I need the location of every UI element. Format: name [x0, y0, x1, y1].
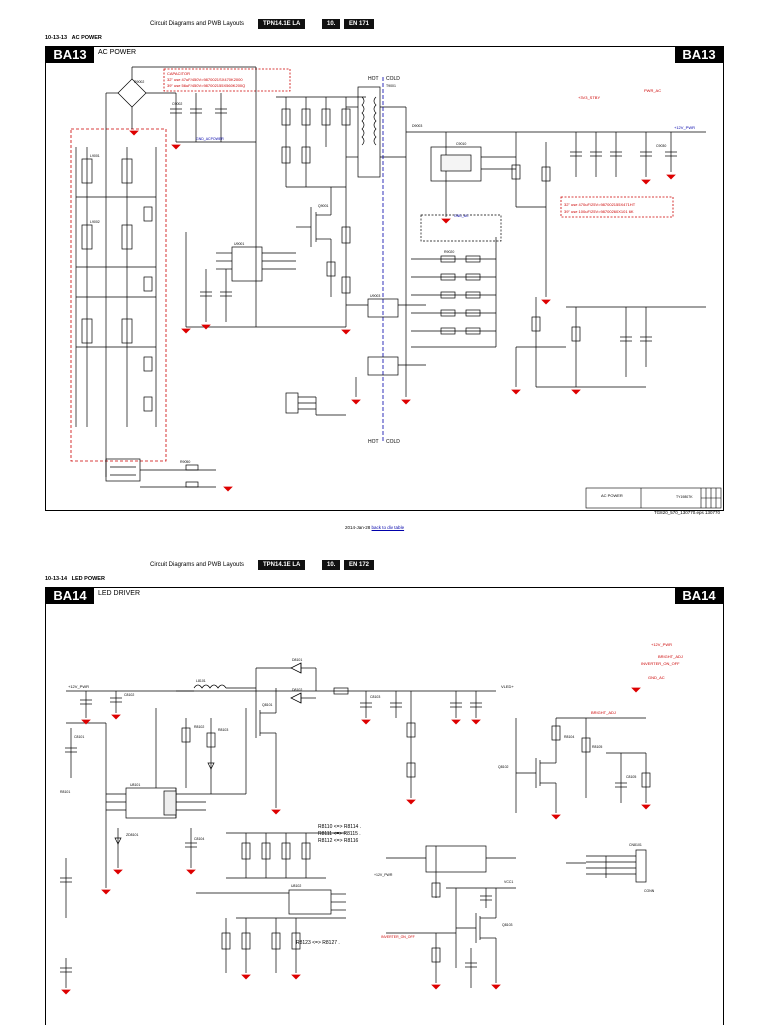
footer-date: 2014-Jan-28 back to div table: [345, 525, 405, 530]
header-page-badge: EN 171: [344, 19, 375, 29]
ac-power-schematic: CAPACITOR 32" use 47uF/450V=9870021SX470…: [70, 66, 722, 509]
cold-label-bottom: COLD: [386, 439, 400, 445]
header-model-badge: TPN14.1E LA: [258, 19, 306, 29]
schematic-sheet-ac-power: BA13 AC POWER BA13: [45, 46, 724, 511]
part-label: Q8103: [502, 923, 513, 927]
cap-note-line-2: 39" use 100uF/25V=98700260X101 6K: [564, 209, 634, 214]
note-line-1: CAPACITOR: [167, 71, 190, 76]
sheet-title: LED DRIVER: [98, 590, 141, 597]
note-line-3: 39" use 56uF/450V=987002155X560K200Q: [167, 83, 245, 88]
title-block-name: AC POWER: [601, 493, 623, 498]
part-label: L8101: [196, 679, 206, 683]
led-driver-schematic: +12V_PWR VLED+ +12V_PWR BRIGHT_ADJ INVER…: [60, 642, 683, 995]
part-label: R8104: [564, 735, 574, 739]
part-label: Q9001: [318, 204, 329, 208]
part-label: R8105: [592, 745, 602, 749]
part-label: ZD8101: [126, 833, 139, 837]
header-chapter-badge: 10.: [322, 560, 341, 570]
part-label: U9001: [234, 242, 244, 246]
net-label-conn: CONN: [644, 889, 655, 893]
part-label: Q8101: [262, 703, 273, 707]
part-label: R9020: [444, 250, 454, 254]
header-title: Circuit Diagrams and PWB Layouts: [150, 562, 245, 568]
net-label-pwr-ac: PWR_AC: [644, 88, 661, 93]
part-label: R8102: [194, 725, 204, 729]
part-label: C8105: [626, 775, 636, 779]
sheet-tag-left: BA13: [46, 47, 94, 63]
net-label-onoff-bottom: INVERTER_ON_OFF: [381, 935, 415, 939]
net-label-vcc1: VCC1: [504, 880, 513, 884]
net-label-gnd-ac: GND_AC: [454, 214, 469, 218]
part-label: CN8101: [629, 843, 642, 847]
net-label-12v: +12V_PWR: [68, 684, 89, 689]
sheet-tag-right: BA13: [675, 47, 723, 63]
page-header-bottom: Circuit Diagrams and PWB Layouts TPN14.1…: [0, 559, 768, 573]
part-label: C8103: [370, 695, 380, 699]
cap-note-line-1: 32" use 470uF/25V=987002155X471HT: [564, 202, 636, 207]
section-heading-bottom: 10-13-14 LED POWER: [45, 576, 105, 582]
header-page-badge: EN 172: [344, 560, 375, 570]
net-label-vled: VLED+: [501, 684, 514, 689]
net-label-bright-mid: BRIGHT_ADJ: [591, 710, 616, 715]
net-label-3v3: +3V3_STBY: [578, 95, 600, 100]
part-label: U8102: [291, 884, 301, 888]
net-label-gnd-acpower: GND_ACPOWER: [196, 137, 224, 141]
net-label-onoff: INVERTER_ON_OFF: [641, 661, 680, 666]
header-model-badge: TPN14.1E LA: [258, 560, 306, 570]
back-link[interactable]: back to div table: [371, 525, 405, 530]
header-title: Circuit Diagrams and PWB Layouts: [150, 21, 245, 27]
net-label-gnd-right: GND_AC: [648, 675, 665, 680]
part-label: U9003: [370, 294, 380, 298]
part-label: C8102: [124, 693, 134, 697]
part-label: R8103: [218, 728, 228, 732]
sheet-tag-left: BA14: [46, 588, 94, 604]
cold-label-top: COLD: [386, 76, 400, 82]
sheet-tag-right: BA14: [675, 588, 723, 604]
part-label: D8101: [292, 658, 302, 662]
hot-label-top: HOT: [368, 76, 379, 82]
part-label: D9003: [412, 124, 422, 128]
part-label: R9002: [134, 80, 144, 84]
part-label: Q8102: [498, 765, 509, 769]
part-label: R8101: [60, 790, 70, 794]
part-label: D8102: [292, 688, 302, 692]
part-label: C9002: [172, 102, 182, 106]
part-label: U8101: [130, 783, 140, 787]
part-label: R9050: [180, 460, 190, 464]
part-label: C9010: [456, 142, 466, 146]
part-label: C8101: [74, 735, 84, 739]
sheet-title: AC POWER: [98, 49, 137, 56]
part-label: L9001: [90, 154, 100, 158]
schematic-sheet-led-driver: BA14 LED DRIVER BA14: [45, 587, 724, 1025]
part-label: C9030: [656, 144, 666, 148]
equivalence-note-2: R8111 <=> R8115 .: [318, 831, 361, 837]
net-label-12v-bottom: +12V_PWR: [374, 873, 393, 877]
equivalence-note-1: R8110 <=> R8114 .: [318, 824, 361, 830]
section-heading-top: 10-13-13 AC POWER: [45, 35, 102, 41]
equivalence-note-3: R8112 <=> R8116: [318, 838, 358, 844]
drawing-code: TG820_570_130770.eps 130770: [653, 510, 720, 515]
note-line-2: 32" use 47uF/450V=9870021SX470K2000: [167, 77, 243, 82]
part-label: C8104: [194, 837, 204, 841]
net-label-12v: +12V_PWR: [674, 125, 695, 130]
equivalence-note-4: R8123 <=> R8127 .: [296, 940, 340, 946]
net-label-bright: BRIGHT_ADJ: [658, 654, 683, 659]
header-chapter-badge: 10.: [322, 19, 341, 29]
part-label: T9001: [386, 84, 396, 88]
page-header-top: Circuit Diagrams and PWB Layouts TPN14.1…: [0, 18, 768, 32]
net-label-12v-right: +12V_PWR: [651, 642, 672, 647]
part-label: L9002: [90, 220, 100, 224]
hot-label-bottom: HOT: [368, 439, 379, 445]
title-block-sheet-no: TY19807K: [676, 495, 693, 499]
